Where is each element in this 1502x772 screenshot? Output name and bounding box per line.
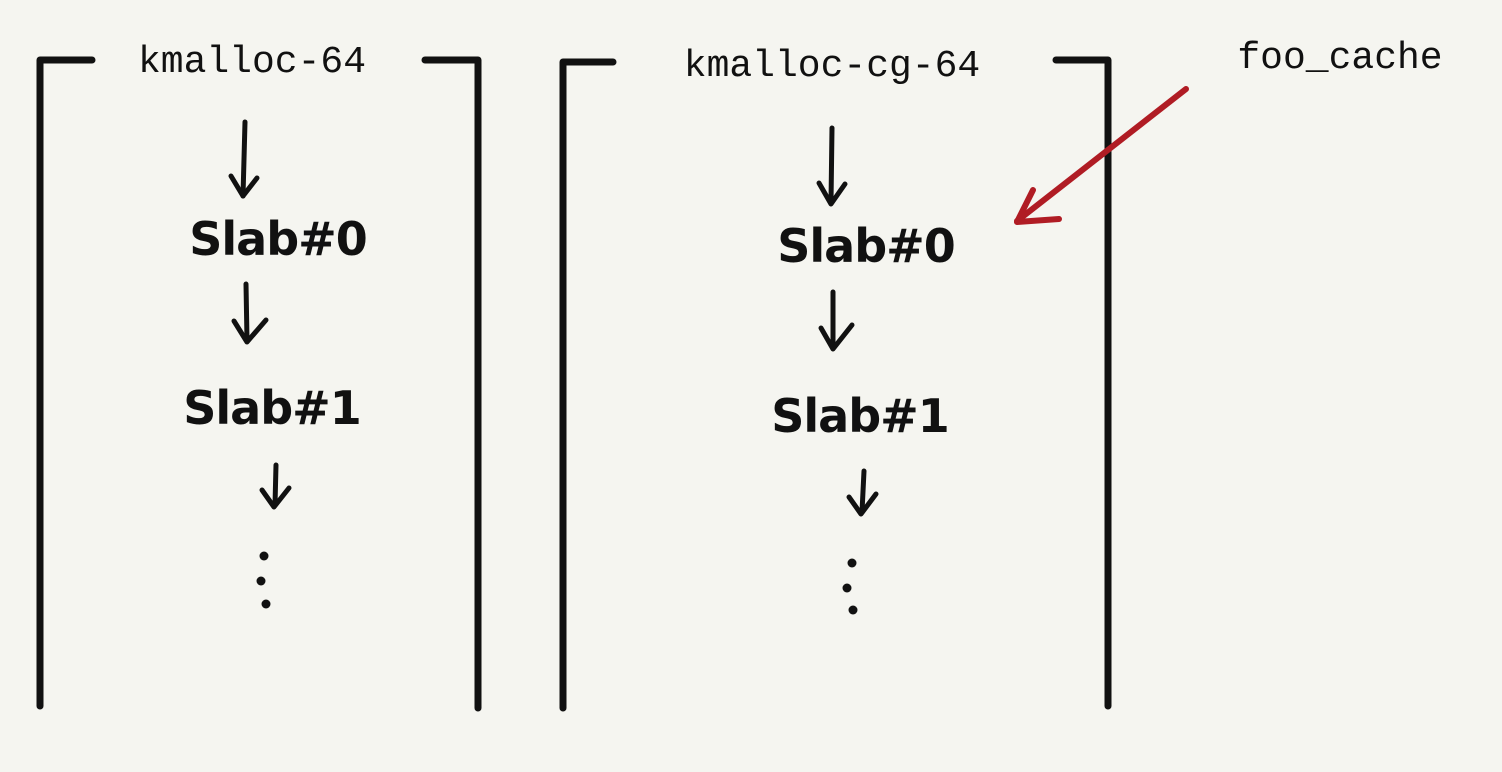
red-arrow-icon bbox=[1014, 86, 1189, 225]
cache-box-bracket-right bbox=[421, 56, 482, 712]
slab-label: Slab#0 bbox=[189, 212, 366, 266]
down-arrow-icon bbox=[846, 468, 879, 517]
pointer-label: foo_cache bbox=[1237, 37, 1442, 80]
slab-label: Slab#0 bbox=[777, 219, 954, 273]
down-arrow-icon bbox=[231, 281, 269, 345]
cache-box-kmalloc-cg-64: kmalloc-cg-64 Slab#0 Slab#1 bbox=[559, 45, 1112, 712]
cache-box-bracket-left bbox=[559, 58, 617, 712]
slab-label: Slab#1 bbox=[183, 381, 360, 435]
cache-name-label: kmalloc-64 bbox=[138, 41, 366, 84]
foo-cache-pointer: foo_cache bbox=[1014, 37, 1443, 225]
down-arrow-icon bbox=[259, 462, 292, 510]
down-arrow-icon bbox=[816, 125, 848, 207]
down-arrow-icon bbox=[228, 119, 260, 199]
continuation-ellipsis bbox=[256, 551, 271, 609]
continuation-ellipsis bbox=[842, 558, 858, 615]
cache-box-bracket-right bbox=[1052, 56, 1112, 710]
cache-name-label: kmalloc-cg-64 bbox=[684, 45, 980, 88]
slab-label: Slab#1 bbox=[771, 389, 948, 443]
cache-box-bracket-left bbox=[36, 56, 96, 710]
down-arrow-icon bbox=[818, 289, 855, 352]
cache-box-kmalloc-64: kmalloc-64 Slab#0 Slab#1 bbox=[36, 41, 482, 712]
